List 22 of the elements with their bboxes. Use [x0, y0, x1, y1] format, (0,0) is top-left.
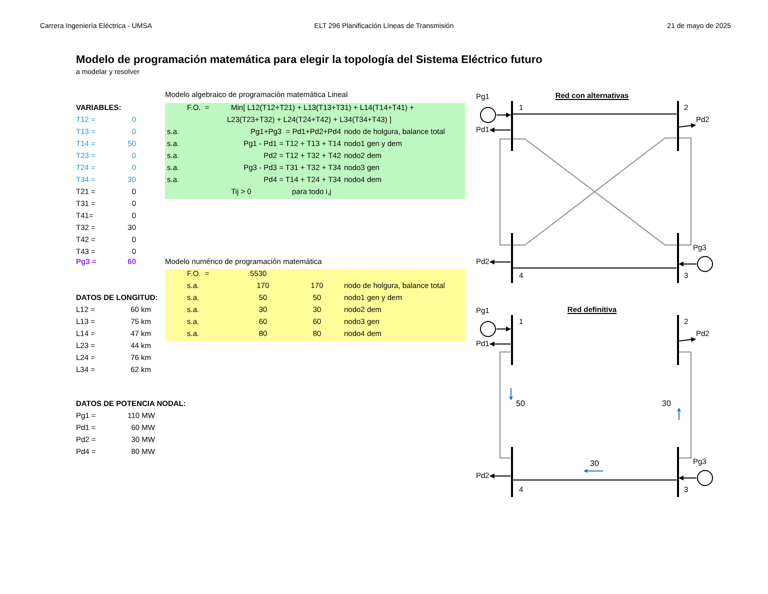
- transmission-line: [678, 352, 692, 458]
- page-title: Modelo de programación matemática para elegir la topología del Sistema Eléctrico futuro: [76, 54, 542, 66]
- transmission-line: [678, 138, 692, 246]
- arrow: [496, 326, 511, 332]
- arrow: [489, 474, 511, 478]
- arrow: [489, 128, 511, 132]
- edge-label: 30: [662, 399, 671, 409]
- arrow: [678, 262, 697, 266]
- generator-circle: [480, 107, 496, 123]
- generator-circle: [480, 321, 496, 337]
- arrow: [489, 342, 511, 346]
- transmission-line: [500, 138, 511, 246]
- arrow: [678, 337, 696, 342]
- transmission-line: [500, 352, 511, 458]
- arrow: [489, 260, 511, 264]
- generator-circle: [697, 256, 713, 272]
- edge-label: 30: [590, 459, 599, 469]
- arrow: [678, 123, 696, 128]
- generator-circle: [697, 470, 713, 486]
- arrow: [496, 112, 511, 118]
- edge-label: 50: [516, 399, 525, 409]
- arrow: [678, 476, 697, 480]
